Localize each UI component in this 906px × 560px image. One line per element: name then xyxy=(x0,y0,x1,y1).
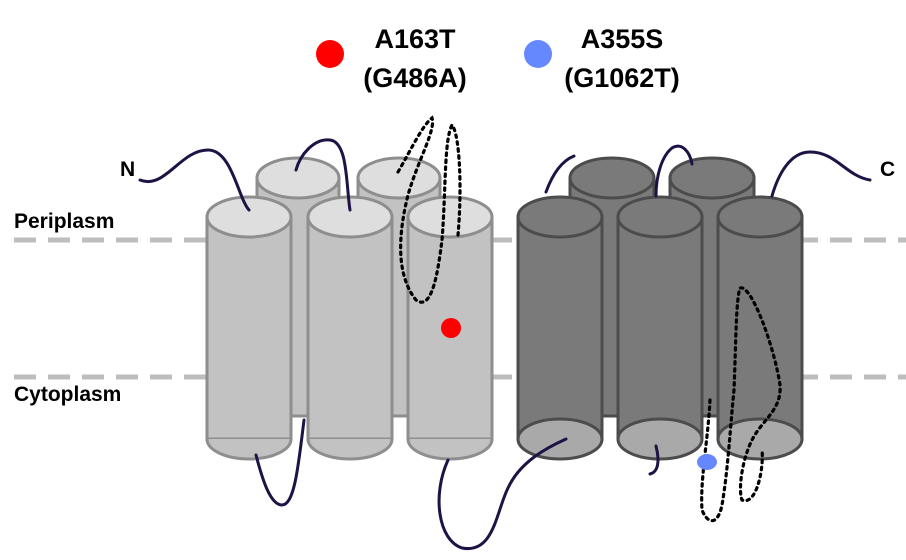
periplasmic-loop-c-1 xyxy=(544,154,576,194)
periplasmic-loop-c-2 xyxy=(654,144,694,198)
c-terminus-label: C xyxy=(880,158,895,181)
mutation-site-a163t xyxy=(441,318,461,338)
dotted-loop-n-domain xyxy=(396,115,462,304)
dotted-loop-c-domain xyxy=(700,286,782,523)
helix-c-front-1 xyxy=(516,195,604,461)
n-terminus-label: N xyxy=(120,158,135,181)
mutation-site-a355s xyxy=(697,454,717,470)
n-terminal-tail xyxy=(138,148,251,212)
central-cytoplasmic-loop xyxy=(437,437,568,550)
legend-sublabel-mutation-2: (G1062T) xyxy=(564,63,680,93)
periplasmic-loop-1 xyxy=(294,138,352,212)
periplasm-label: Periplasm xyxy=(14,210,114,233)
helix-c-front-2 xyxy=(616,195,704,461)
legend-label-mutation-2: A355S xyxy=(581,24,664,54)
cytoplasmic-loop-c-1 xyxy=(648,444,660,476)
helix-n-front-1 xyxy=(205,195,293,461)
legend-label-mutation-1: A163T xyxy=(374,24,456,54)
legend-marker-mutation-1 xyxy=(316,40,344,68)
cytoplasm-label: Cytoplasm xyxy=(14,383,121,406)
cytoplasmic-loop-1 xyxy=(254,418,306,507)
helix-c-front-3 xyxy=(716,195,804,461)
legend-marker-mutation-2 xyxy=(524,40,552,68)
helix-n-front-2 xyxy=(306,195,394,461)
c-terminal-tail xyxy=(770,150,872,198)
legend-sublabel-mutation-1: (G486A) xyxy=(363,63,467,93)
